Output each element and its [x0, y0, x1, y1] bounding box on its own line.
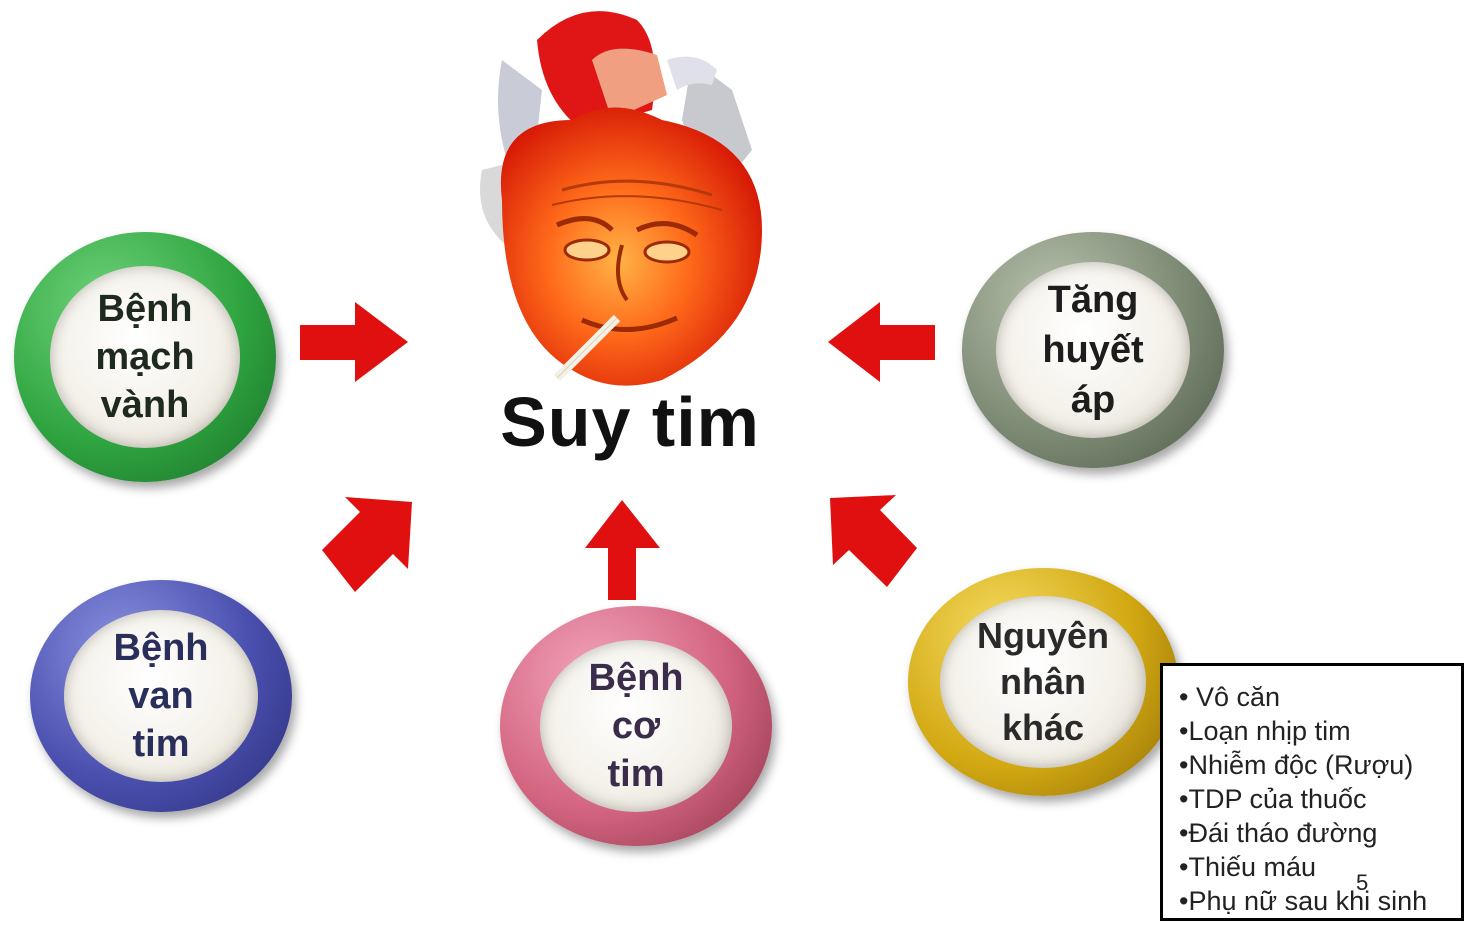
cause-circle-cardiomyopathy: Bệnh cơ tim [500, 606, 772, 846]
other-cause-item: •TDP của thuốc [1179, 784, 1367, 814]
other-line-1: Nguyên [976, 615, 1109, 656]
other-cause-item: •Đái tháo đường [1179, 818, 1378, 848]
center-title: Suy tim [500, 383, 760, 461]
cardiomyopathy-line-2: cơ [611, 705, 661, 747]
other-line-3: khác [1001, 707, 1085, 748]
heart-illustration [480, 11, 762, 386]
arrow-cardiomyopathy [585, 500, 660, 600]
valve-line-3: tim [132, 723, 190, 765]
other-line-2: nhân [1000, 661, 1086, 702]
cause-circle-other: Nguyên nhân khác [908, 568, 1178, 796]
other-cause-item: •Phụ nữ sau khi sinh [1179, 886, 1428, 916]
cause-circle-valve-label: Bệnh van tim [64, 610, 258, 782]
arrow-other [830, 495, 917, 587]
arrow-coronary [300, 302, 408, 382]
other-causes-box: • Vô căn •Loạn nhịp tim •Nhiễm độc (Rượu… [1160, 663, 1464, 921]
coronary-line-2: mạch [95, 336, 195, 378]
other-cause-item: •Loạn nhịp tim [1179, 716, 1351, 746]
cardiomyopathy-line-3: tim [607, 753, 665, 795]
cause-circle-cardiomyopathy-label: Bệnh cơ tim [540, 640, 732, 812]
cause-circle-hypertension: Tăng huyết áp [962, 232, 1224, 468]
other-causes-list: • Vô căn •Loạn nhịp tim •Nhiễm độc (Rượu… [1179, 680, 1461, 918]
cause-circle-other-label: Nguyên nhân khác [940, 596, 1146, 768]
arrow-hypertension [828, 302, 935, 382]
cause-circle-valve: Bệnh van tim [30, 580, 292, 812]
cause-circle-coronary-label: Bệnh mạch vành [50, 266, 240, 448]
hypertension-line-2: huyết [1042, 329, 1144, 371]
other-cause-item: • Vô căn [1179, 682, 1281, 712]
valve-line-2: van [128, 675, 194, 717]
hypertension-line-1: Tăng [1047, 279, 1139, 321]
arrow-valve [322, 497, 412, 592]
page-number: 5 [1356, 870, 1369, 895]
hypertension-line-3: áp [1070, 379, 1116, 421]
coronary-line-3: vành [100, 384, 190, 426]
cause-circle-hypertension-label: Tăng huyết áp [996, 262, 1190, 438]
cause-circle-coronary: Bệnh mạch vành [14, 232, 276, 482]
other-cause-item: •Nhiễm độc (Rượu) [1179, 750, 1414, 780]
coronary-line-1: Bệnh [97, 288, 193, 330]
cardiomyopathy-line-1: Bệnh [588, 657, 684, 699]
other-cause-item: •Thiếu máu [1179, 852, 1317, 882]
valve-line-1: Bệnh [113, 627, 209, 669]
